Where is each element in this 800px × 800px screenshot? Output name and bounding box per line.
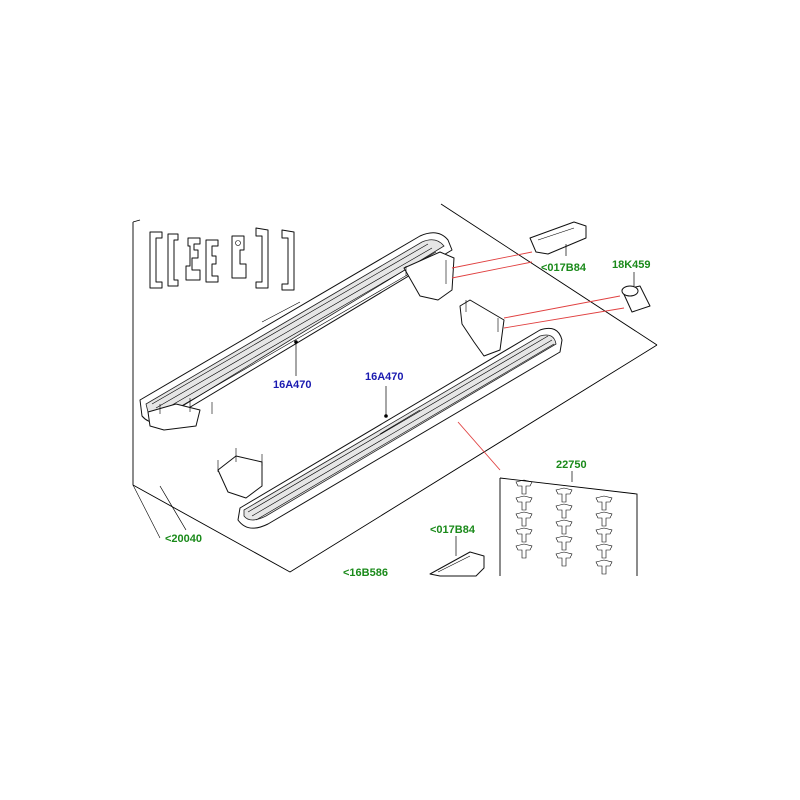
hardware-clips [149, 227, 295, 291]
kit-outline [132, 203, 658, 573]
leader-lines [159, 244, 635, 556]
part-label-22750: 22750 [556, 459, 587, 471]
fastener-kit-22750 [499, 477, 638, 576]
running-board-front [217, 299, 563, 529]
part-label-18K459: 18K459 [612, 259, 651, 271]
part-label-20040: <20040 [165, 533, 203, 545]
clip-017B84-upper [529, 221, 587, 255]
bushing-18K459 [621, 285, 651, 313]
running-board-rear [139, 232, 455, 431]
clip-017B84-lower [429, 551, 485, 577]
part-label-16B586: <16B586 [343, 567, 388, 579]
part-label-16A470-rear: 16A470 [273, 379, 312, 391]
part-label-017B84-upper: <017B84 [541, 262, 586, 274]
part-label-16A470-front: 16A470 [365, 371, 404, 383]
part-label-017B84-lower: <017B84 [430, 524, 475, 536]
